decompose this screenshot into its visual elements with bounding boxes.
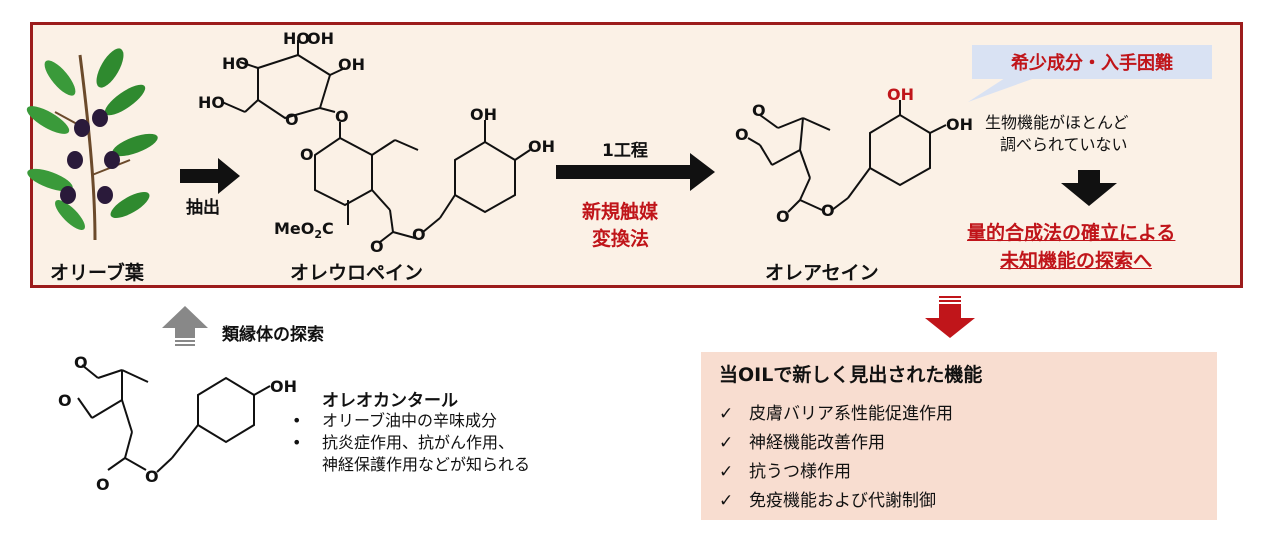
goal-line1: 量的合成法の確立による: [967, 222, 1176, 244]
extraction-arrow-icon: [180, 158, 240, 194]
oleocanthal-facts: •オリーブ油中の辛味成分 •抗炎症作用、抗がん作用、 神経保護作用などが知られる: [292, 410, 530, 476]
method-label-line1: 新規触媒: [582, 201, 659, 223]
svg-text:O: O: [776, 207, 790, 226]
functions-list: ✓皮膚バリア系性能促進作用 ✓神経機能改善作用 ✓抗うつ様作用 ✓免疫機能および…: [719, 400, 953, 516]
list-item: ✓皮膚バリア系性能促進作用: [719, 400, 953, 429]
svg-text:O: O: [300, 145, 314, 164]
callout-pointer: [968, 78, 1035, 102]
svg-text:O: O: [821, 201, 835, 220]
extraction-label: 抽出: [186, 198, 220, 218]
svg-text:HO: HO: [198, 93, 225, 112]
step-arrow-icon: [556, 153, 715, 191]
grey-up-arrow-icon: [162, 306, 208, 346]
list-item: 神経保護作用などが知られる: [322, 455, 531, 474]
svg-text:O: O: [752, 101, 766, 120]
oleuropein-structure: [221, 40, 531, 243]
oleocanthal-structure: [77, 364, 271, 473]
svg-text:HO: HO: [222, 54, 249, 73]
svg-text:O: O: [145, 467, 159, 486]
analog-search-label: 類縁体の探索: [222, 325, 324, 345]
svg-text:O: O: [412, 225, 426, 244]
svg-text:HO: HO: [283, 29, 310, 48]
list-item: •オリーブ油中の辛味成分: [292, 411, 498, 430]
svg-text:MeO2C: MeO2C: [274, 219, 334, 241]
note-line1: 生物機能がほとんど: [985, 113, 1129, 132]
list-item: •抗炎症作用、抗がん作用、: [292, 433, 515, 452]
functions-title: 当OILで新しく見出された機能: [719, 364, 983, 386]
oleocanthal-title: オレオカンタール: [322, 391, 458, 411]
svg-text:OH: OH: [338, 55, 365, 74]
functions-panel: 当OILで新しく見出された機能 ✓皮膚バリア系性能促進作用 ✓神経機能改善作用 …: [701, 352, 1217, 520]
list-item: ✓神経機能改善作用: [719, 429, 953, 458]
method-label-line2: 変換法: [592, 228, 650, 250]
svg-text:OH: OH: [946, 115, 973, 134]
check-icon: ✓: [719, 491, 734, 511]
svg-text:OH: OH: [270, 377, 297, 396]
down-arrow-icon: [1061, 170, 1117, 206]
svg-text:O: O: [285, 110, 299, 129]
svg-text:OH: OH: [887, 85, 914, 104]
svg-text:O: O: [96, 475, 110, 494]
check-icon: ✓: [719, 462, 734, 482]
check-icon: ✓: [719, 404, 734, 424]
step-label: 1工程: [602, 141, 648, 161]
list-item: ✓免疫機能および代謝制御: [719, 487, 953, 516]
svg-text:O: O: [735, 125, 749, 144]
rarity-callout: 希少成分・入手困難: [972, 45, 1212, 79]
svg-text:O: O: [370, 237, 384, 256]
check-icon: ✓: [719, 433, 734, 453]
list-item: ✓抗うつ様作用: [719, 458, 953, 487]
red-down-arrow-icon: [925, 296, 975, 338]
oleuropein-label: オレウロペイン: [290, 262, 424, 284]
olive-leaf-label: オリーブ葉: [50, 262, 144, 284]
svg-text:OH: OH: [528, 137, 555, 156]
svg-text:O: O: [74, 353, 88, 372]
oleacein-structure: [747, 100, 947, 213]
goal-line2: 未知機能の探索へ: [1000, 250, 1153, 272]
oleacein-label: オレアセイン: [765, 262, 879, 284]
svg-text:OH: OH: [470, 105, 497, 124]
olive-branch-icon: [26, 48, 158, 241]
note-line2: 調べられていない: [1000, 135, 1128, 154]
svg-text:OH: OH: [307, 29, 334, 48]
svg-text:O: O: [58, 391, 72, 410]
svg-text:O: O: [335, 107, 349, 126]
